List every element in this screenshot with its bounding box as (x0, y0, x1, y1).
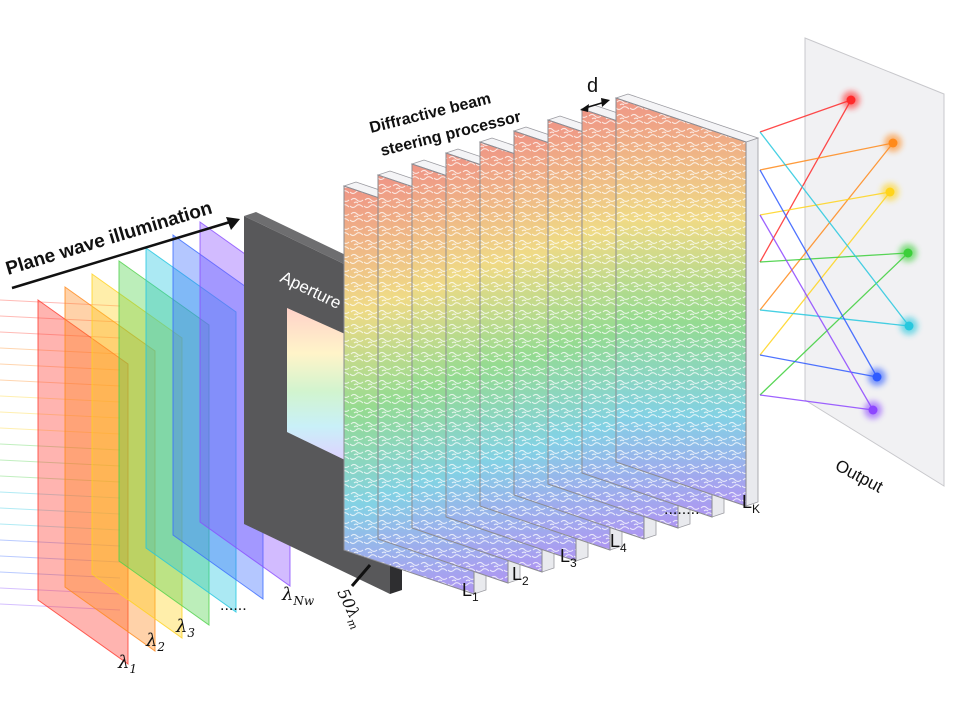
layer-label: L4 (610, 531, 627, 555)
beam-line (759, 394, 874, 411)
light-streak (0, 459, 121, 467)
output-spot (903, 248, 913, 258)
layer-label: L2 (512, 564, 529, 588)
beam-line (759, 191, 891, 216)
beam-line (759, 131, 910, 327)
light-streak (0, 379, 121, 387)
output-spot (868, 405, 878, 415)
layer-outline (615, 97, 747, 507)
output-spot (904, 321, 914, 331)
diffractive-layers (342, 93, 760, 595)
output-spot (888, 138, 898, 148)
beam-line (759, 142, 894, 171)
beam-line (759, 99, 852, 133)
beam-line (759, 309, 910, 327)
wave-plane (172, 234, 264, 600)
output-label: Output (832, 456, 886, 497)
light-streak (0, 315, 121, 323)
spacing-label: d (587, 75, 598, 97)
wavelength-label: λ1 (117, 652, 137, 676)
light-streak (0, 475, 121, 483)
beam-line (759, 214, 874, 411)
wave-plane (64, 286, 156, 652)
wavelength-label: λNw (281, 584, 315, 608)
spacing-arrow (580, 98, 610, 112)
beam-line (759, 99, 852, 263)
illumination-arrow (11, 217, 240, 290)
layer-edge (745, 137, 759, 507)
light-streak (0, 507, 121, 515)
light-streak (0, 555, 121, 563)
wavelength-labels: λ1 λ2 λ3 λNw (117, 584, 315, 676)
wave-plane (118, 260, 210, 626)
wave-plane (37, 299, 129, 665)
light-streak (0, 571, 121, 579)
wave-planes (37, 221, 291, 665)
output-spot (885, 187, 895, 197)
light-streak (0, 331, 121, 339)
beam-line (759, 252, 909, 396)
output-screen (804, 37, 945, 487)
layer-label: L3 (560, 546, 577, 570)
beam-line (759, 191, 891, 356)
output-spot (872, 372, 882, 382)
light-streak (0, 587, 121, 595)
layer-labels: L1 L2 L3 L4 LK (462, 492, 760, 604)
light-streak (0, 347, 121, 355)
output-spot (846, 95, 856, 105)
light-streak (0, 523, 121, 531)
light-streak (0, 411, 121, 419)
layer-texture (616, 98, 746, 506)
layer-ellipsis: ........ (664, 501, 700, 518)
output-spots (842, 91, 918, 419)
light-streak (0, 491, 121, 499)
light-streak (0, 299, 121, 307)
light-streak (0, 395, 121, 403)
scale-bar (350, 564, 372, 587)
beam-line (759, 169, 878, 378)
wave-plane (91, 273, 183, 639)
wavelength-label: λ2 (145, 630, 165, 654)
layer-label: LK (742, 492, 760, 516)
wavelength-label: λ3 (175, 616, 195, 640)
beam-line (759, 142, 894, 311)
light-streak (0, 443, 121, 451)
layer-label: L1 (462, 580, 479, 604)
light-streak (0, 603, 121, 611)
light-streaks (0, 299, 121, 611)
beam-line (759, 252, 909, 263)
light-streak (0, 363, 121, 371)
steered-beams (759, 99, 910, 411)
beam-line (759, 354, 878, 378)
light-streak (0, 427, 121, 435)
wavelength-ellipsis: ...... (220, 597, 247, 614)
wave-plane (145, 247, 237, 613)
diffractive-layer (614, 93, 760, 507)
scale-label: 50λm (331, 585, 369, 631)
light-streak (0, 539, 121, 547)
